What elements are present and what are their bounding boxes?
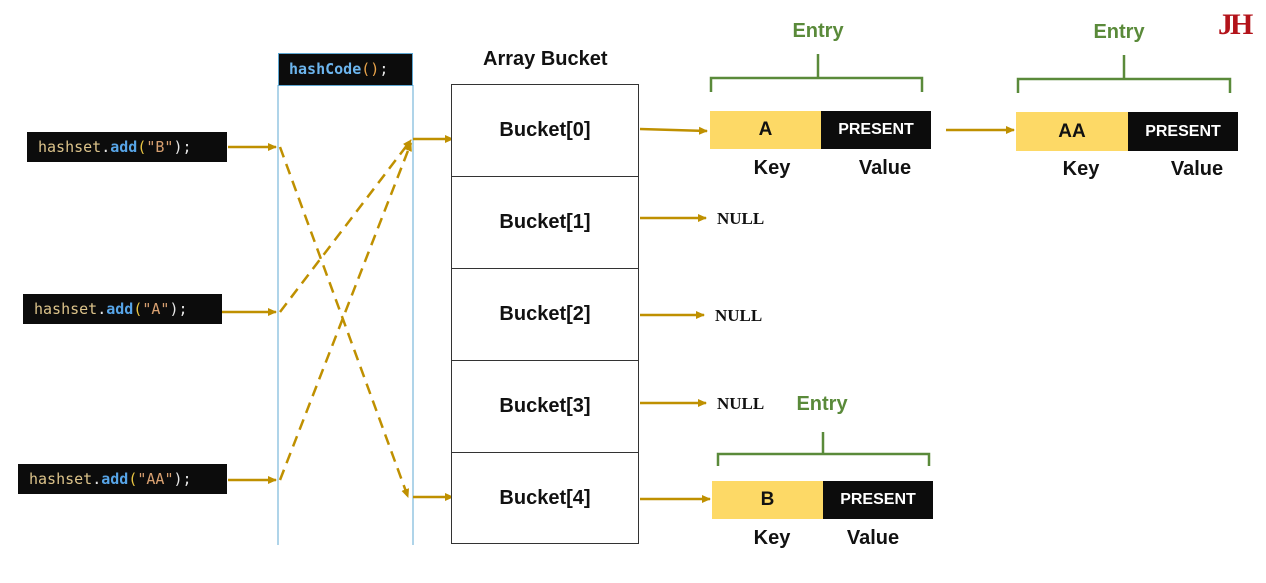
- call-open: (: [128, 470, 138, 488]
- entry-brace-2: [1016, 55, 1232, 93]
- call-open: (: [133, 300, 143, 318]
- entry-key: B: [712, 481, 823, 519]
- call-arg: "AA": [137, 470, 174, 488]
- call-arg: "A": [142, 300, 170, 318]
- entry-label: Entry: [796, 393, 848, 415]
- key-caption: Key: [753, 527, 791, 549]
- hash-route-a: [279, 139, 412, 313]
- call-dot: .: [92, 470, 102, 488]
- entry-key: AA: [1016, 112, 1128, 151]
- value-caption: Value: [858, 157, 912, 179]
- value-caption: Value: [1170, 158, 1224, 180]
- hashcode-name: hashCode: [289, 60, 362, 78]
- entry-value: PRESENT: [1128, 112, 1238, 151]
- call-method: add: [101, 470, 129, 488]
- array-bucket-title: Array Bucket: [483, 48, 608, 70]
- jh-logo: JH: [1218, 8, 1253, 41]
- call-method: add: [106, 300, 134, 318]
- hashcode-parens: (): [361, 60, 380, 78]
- entry-key: A: [710, 111, 821, 149]
- bucket-2: Bucket[2]: [451, 268, 639, 361]
- value-caption: Value: [846, 527, 900, 549]
- bucket-3-null: NULL: [717, 394, 765, 413]
- bucket-0-to-entry-arrow: [639, 126, 708, 135]
- bucket-4: Bucket[4]: [451, 452, 639, 544]
- entry-value: PRESENT: [821, 111, 931, 149]
- hashcode-label: hashCode();: [278, 53, 413, 86]
- bucket-3: Bucket[3]: [451, 360, 639, 453]
- call-arg: "B": [146, 138, 174, 156]
- call-dot: .: [97, 300, 107, 318]
- add-call-b: hashset.add("B");: [27, 132, 227, 162]
- call-object: hashset: [29, 470, 93, 488]
- bucket-1: Bucket[1]: [451, 176, 639, 269]
- entry-brace-3: [716, 432, 931, 466]
- hash-route-aa: [278, 142, 413, 481]
- bucket-0: Bucket[0]: [451, 84, 639, 177]
- call-close: );: [173, 138, 192, 156]
- entry-brace-1: [709, 54, 924, 92]
- entry-label: Entry: [1093, 21, 1145, 43]
- key-caption: Key: [1062, 158, 1100, 180]
- call-object: hashset: [38, 138, 102, 156]
- call-close: );: [173, 470, 192, 488]
- hashcode-semicolon: ;: [379, 60, 389, 78]
- entry-label: Entry: [792, 20, 844, 42]
- key-caption: Key: [753, 157, 791, 179]
- call-object: hashset: [34, 300, 98, 318]
- add-call-a: hashset.add("A");: [23, 294, 222, 324]
- call-dot: .: [101, 138, 111, 156]
- call-open: (: [137, 138, 147, 156]
- call-close: );: [169, 300, 188, 318]
- bucket-2-null: NULL: [715, 306, 763, 325]
- call-method: add: [110, 138, 138, 156]
- entry-value: PRESENT: [823, 481, 933, 519]
- hash-route-b: [278, 146, 410, 498]
- bucket-1-null: NULL: [717, 209, 765, 228]
- add-call-aa: hashset.add("AA");: [18, 464, 227, 494]
